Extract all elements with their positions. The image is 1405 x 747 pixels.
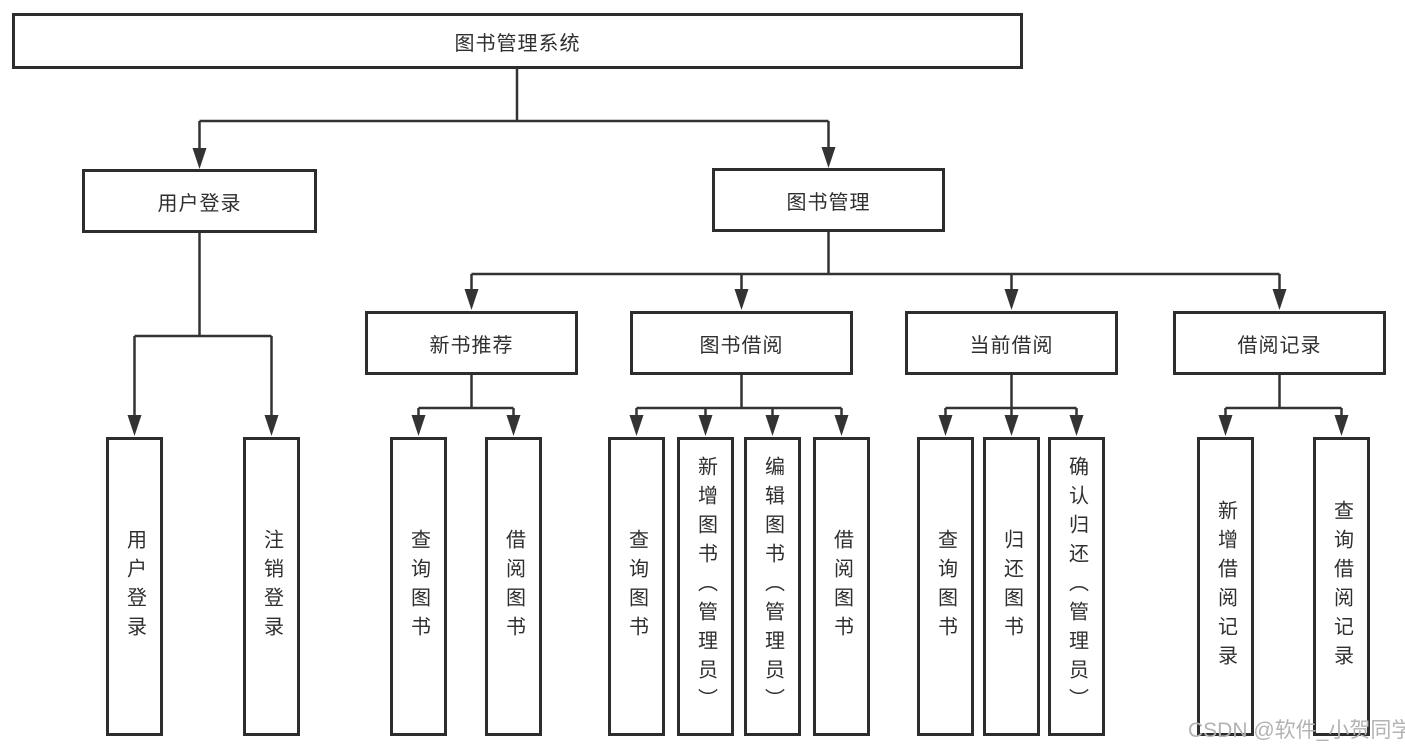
connector-userlogin-to-leaves xyxy=(127,233,279,436)
leaf-newbook-borrow-book: 借阅图书 xyxy=(485,437,542,736)
leaf-borrow-add-book-admin-label: 新增图书（管理员） xyxy=(694,456,717,717)
leaf-current-return-book: 归还图书 xyxy=(983,437,1040,736)
node-book-management-branch: 图书管理 xyxy=(712,168,945,232)
node-new-book-label: 新书推荐 xyxy=(429,334,514,357)
node-current-borrow-label: 当前借阅 xyxy=(969,334,1054,357)
leaf-borrow-query-book-label: 查询图书 xyxy=(625,528,648,645)
connector-currentborrow-to-leaves xyxy=(938,375,1084,436)
connector-borrowrecord-to-leaves xyxy=(1218,375,1349,436)
leaf-user-login: 用户登录 xyxy=(106,437,163,736)
connector-root-to-level2 xyxy=(192,67,836,169)
leaf-borrow-query-book: 查询图书 xyxy=(608,437,665,736)
leaf-newbook-query-book-label: 查询图书 xyxy=(407,528,430,645)
leaf-current-confirm-return-admin-label: 确认归还（管理员） xyxy=(1065,456,1088,717)
node-root-label: 图书管理系统 xyxy=(454,32,581,55)
node-user-login-branch: 用户登录 xyxy=(82,169,317,233)
leaf-logout: 注销登录 xyxy=(243,437,300,736)
leaf-newbook-query-book: 查询图书 xyxy=(390,437,447,736)
leaf-borrow-edit-book-admin-label: 编辑图书（管理员） xyxy=(761,456,784,717)
node-book-borrow-label: 图书借阅 xyxy=(699,334,784,357)
leaf-newbook-borrow-book-label: 借阅图书 xyxy=(502,528,525,645)
leaf-current-query-book: 查询图书 xyxy=(917,437,974,736)
leaf-current-return-book-label: 归还图书 xyxy=(1000,528,1023,645)
leaf-record-query-record-label: 查询借阅记录 xyxy=(1330,499,1353,674)
connector-bookborrow-to-leaves xyxy=(629,375,849,436)
leaf-current-confirm-return-admin: 确认归还（管理员） xyxy=(1048,437,1105,736)
leaf-record-add-record: 新增借阅记录 xyxy=(1197,437,1254,736)
node-new-book-recommend: 新书推荐 xyxy=(365,311,578,375)
leaf-borrow-borrow-book-label: 借阅图书 xyxy=(830,528,853,645)
node-borrow-record-label: 借阅记录 xyxy=(1237,334,1322,357)
node-root-system: 图书管理系统 xyxy=(12,13,1023,69)
leaf-borrow-borrow-book: 借阅图书 xyxy=(813,437,870,736)
node-user-login-label: 用户登录 xyxy=(157,192,242,215)
leaf-logout-label: 注销登录 xyxy=(260,528,283,645)
leaf-current-query-book-label: 查询图书 xyxy=(934,528,957,645)
leaf-record-query-record: 查询借阅记录 xyxy=(1313,437,1370,736)
leaf-user-login-label: 用户登录 xyxy=(123,528,146,645)
node-current-borrow: 当前借阅 xyxy=(905,311,1118,375)
leaf-borrow-add-book-admin: 新增图书（管理员） xyxy=(677,437,734,736)
leaf-borrow-edit-book-admin: 编辑图书（管理员） xyxy=(744,437,801,736)
node-book-management-label: 图书管理 xyxy=(786,191,871,214)
connector-newbook-to-leaves xyxy=(411,375,521,436)
connector-bookmgmt-to-level3 xyxy=(464,232,1287,310)
csdn-watermark: CSDN @软件_小贺同学 xyxy=(1188,719,1405,742)
node-book-borrow: 图书借阅 xyxy=(630,311,853,375)
leaf-record-add-record-label: 新增借阅记录 xyxy=(1214,499,1237,674)
node-borrow-record: 借阅记录 xyxy=(1173,311,1386,375)
